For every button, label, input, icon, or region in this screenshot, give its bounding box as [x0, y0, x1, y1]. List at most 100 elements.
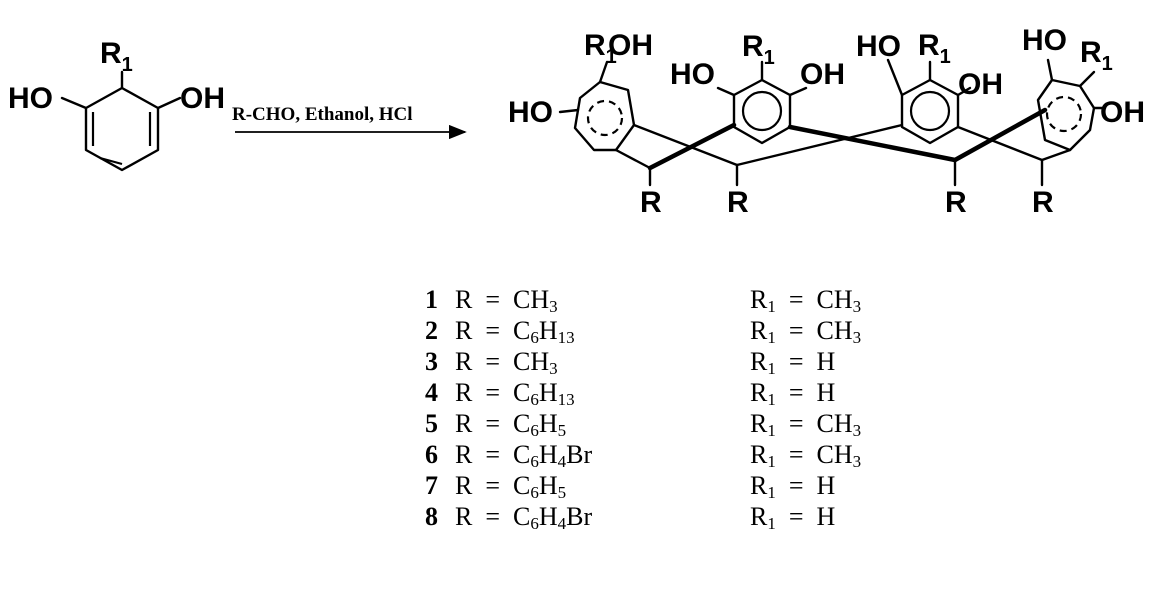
reactant-r1-label: R1 [100, 37, 133, 76]
r1-formula: CH3 [817, 316, 862, 347]
compound-number: 1 [425, 285, 438, 314]
formula-element: C [513, 440, 531, 469]
compound-number: 4 [425, 378, 438, 407]
r1-definition: R1 = H [750, 501, 835, 532]
r-definition: R = C6H5 [455, 470, 566, 501]
formula-subscript: 6 [530, 328, 539, 347]
reactant-ring [84, 86, 160, 172]
r-formula: C6H4Br [513, 440, 593, 471]
r-prefix: R = [455, 316, 514, 345]
formula-element: H [816, 378, 836, 407]
formula-subscript: 3 [549, 297, 558, 316]
compound-number: 8 [425, 502, 438, 531]
formula-subscript: 3 [852, 328, 862, 347]
compound-number: 5 [425, 409, 438, 438]
product-ring-1 [558, 60, 636, 152]
r1-formula: H [817, 378, 836, 407]
r-formula: CH3 [513, 347, 558, 377]
r1-formula: H [817, 347, 836, 376]
reactant-hydroxyl-right: OH [180, 82, 225, 115]
compound-number: 2 [425, 316, 438, 345]
formula-element: Br [566, 440, 593, 469]
ring-4-r1-label: R1 [1080, 36, 1113, 75]
r1-equals: = [775, 409, 817, 438]
bridge-r-label: R [727, 186, 749, 219]
r1-formula: H [817, 471, 836, 500]
formula-subscript: 3 [852, 421, 862, 440]
r1-equals: = [775, 285, 817, 314]
r1-symbol-index: 1 [767, 359, 776, 378]
formula-element: H [538, 471, 558, 500]
product-ring-2 [716, 60, 808, 145]
formula-element: H [538, 440, 558, 469]
formula-subscript: 13 [557, 328, 575, 347]
formula-subscript: 3 [852, 297, 862, 316]
r-prefix: R = [455, 440, 514, 469]
ring-2-hydroxyl-left: HO [670, 58, 715, 91]
formula-element: H [816, 471, 836, 500]
reaction-conditions: R-CHO, Ethanol, HCl [232, 104, 413, 125]
formula-element: CH [816, 409, 853, 438]
r-definition: R = C6H13 [455, 377, 575, 408]
r1-symbol: R [750, 347, 768, 376]
r-formula: C6H5 [513, 471, 566, 502]
compound-number: 3 [425, 347, 438, 376]
formula-subscript: 6 [530, 390, 539, 409]
r-prefix: R = [455, 285, 514, 314]
r-formula: CH3 [513, 285, 558, 316]
bridge-bonds [614, 107, 1072, 187]
ring-3-hydroxyl-right: OH [958, 68, 1003, 101]
r-definition: R = C6H4Br [455, 439, 592, 470]
ring-2-r1-label: R1 [742, 30, 775, 69]
formula-element: H [816, 502, 836, 531]
formula-element: C [513, 378, 531, 407]
r1-formula: CH3 [816, 409, 862, 440]
formula-element: CH [816, 440, 853, 469]
formula-subscript: 6 [530, 483, 539, 502]
formula-subscript: 4 [557, 452, 567, 471]
product-molecule: R1 OH HO R1 HO OH HO R1 OH HO R1 OH R R … [508, 24, 1145, 219]
r-formula: C6H5 [513, 409, 567, 440]
formula-subscript: 6 [530, 514, 539, 533]
formula-subscript: 3 [852, 452, 862, 471]
r1-symbol-index: 1 [767, 328, 776, 347]
r-formula: C6H4Br [513, 502, 592, 533]
formula-element: H [816, 347, 836, 376]
r1-definition: R1 = H [750, 346, 835, 377]
r-definition: R = CH3 [455, 346, 558, 377]
r1-definition: R1 = CH3 [750, 439, 861, 470]
r-prefix: R = [455, 502, 514, 531]
formula-element: C [513, 471, 531, 500]
r1-symbol: R [750, 316, 768, 345]
bridge-r-label: R [1032, 186, 1054, 219]
r1-definition: R1 = CH3 [750, 284, 861, 315]
formula-subscript: 5 [557, 421, 567, 440]
r1-definition: R1 = CH3 [750, 315, 861, 346]
ring-3-r1-label: R1 [918, 29, 951, 68]
r1-equals: = [775, 502, 817, 531]
r1-equals: = [775, 378, 817, 407]
compound-number: 6 [425, 440, 438, 469]
r1-symbol: R [750, 378, 768, 407]
formula-subscript: 6 [530, 421, 539, 440]
ring-4-hydroxyl-top: HO [1022, 24, 1067, 57]
r-definition: R = CH3 [455, 284, 558, 315]
formula-subscript: 4 [557, 514, 567, 533]
formula-element: H [538, 316, 558, 345]
r1-formula: CH3 [817, 285, 862, 316]
compound-row: 4 R = C6H13 R1 = H [425, 377, 945, 408]
reactant-hydroxyl-left: HO [8, 82, 53, 115]
compound-row: 2 R = C6H13 R1 = CH3 [425, 315, 945, 346]
r1-definition: R1 = H [750, 377, 835, 408]
ring-2-hydroxyl-right: OH [800, 58, 845, 91]
formula-element: C [513, 409, 531, 438]
r-formula: C6H13 [513, 316, 575, 347]
formula-subscript: 6 [530, 452, 539, 471]
bridge-r-label: R [945, 186, 967, 219]
r1-symbol: R [750, 471, 768, 500]
r-formula: C6H13 [513, 378, 575, 409]
r1-symbol: R [750, 440, 768, 469]
bridge-r-label: R [640, 186, 662, 219]
r1-definition: R1 = CH3 [750, 408, 861, 439]
